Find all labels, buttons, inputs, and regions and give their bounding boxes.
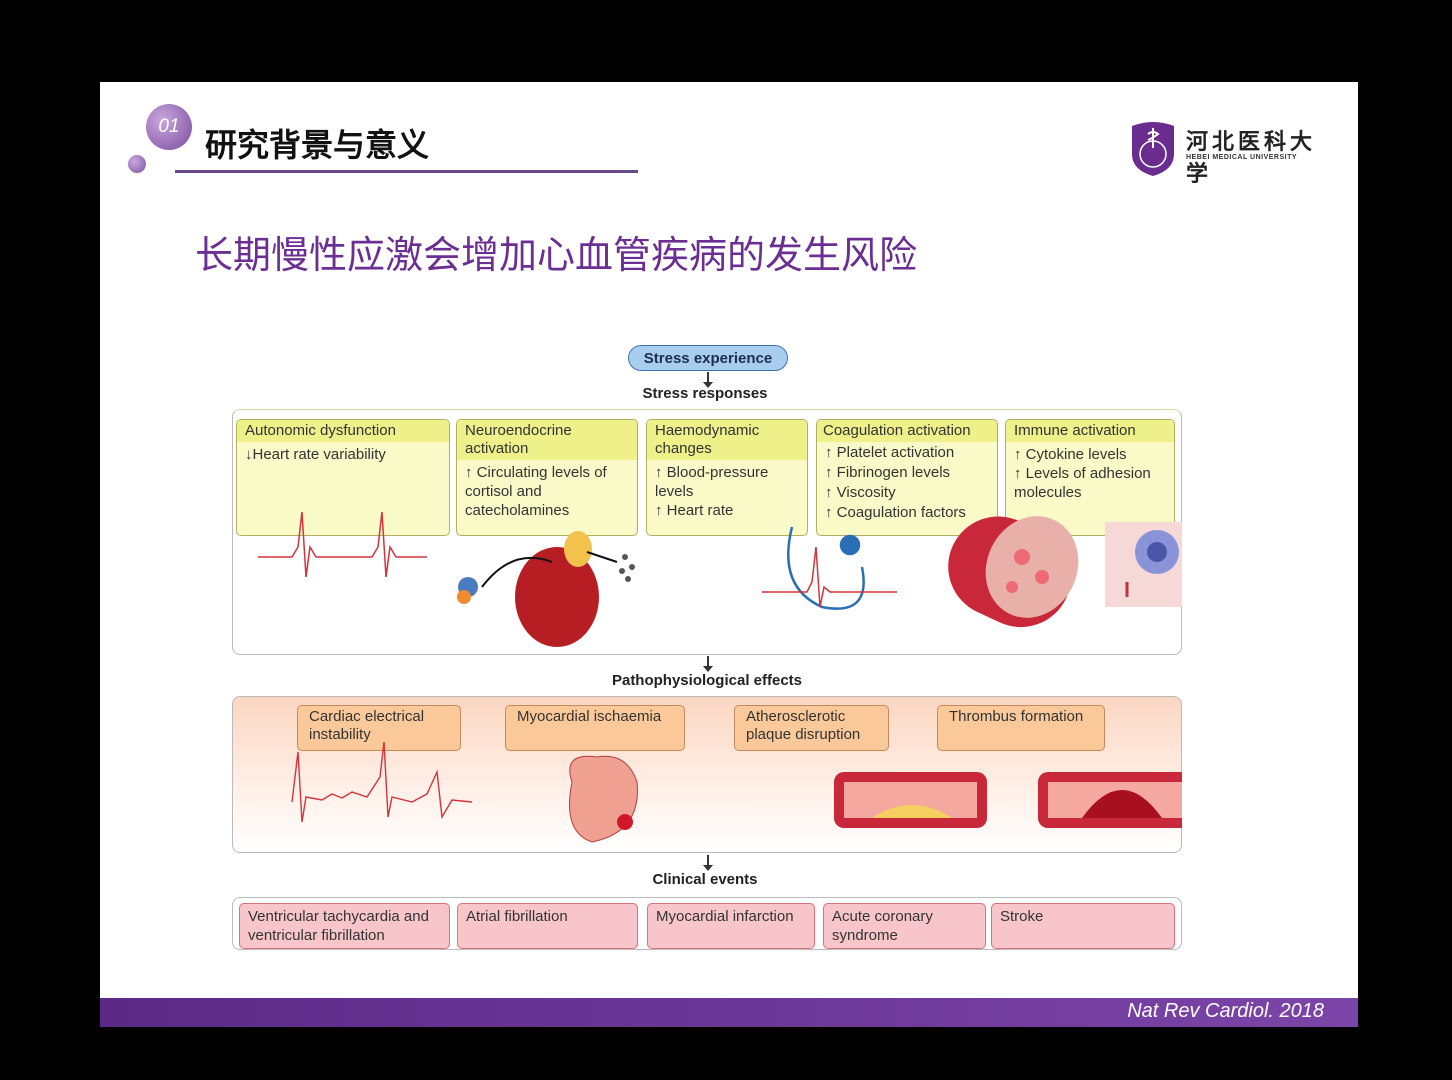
effect-box: Atherosclerotic plaque disruption bbox=[734, 705, 889, 751]
blood-vessel-icon bbox=[948, 516, 1079, 628]
logo-name-cn: 河北医科大学 bbox=[1186, 129, 1317, 187]
ecg-trace-icon bbox=[258, 511, 427, 578]
slide-heading: 长期慢性应激会增加心血管疾病的发生风险 bbox=[195, 233, 918, 277]
event-box: Ventricular tachycardia and ventricular … bbox=[239, 903, 450, 949]
arrow-down-icon bbox=[703, 372, 713, 388]
section-number-badge: 01 bbox=[146, 104, 192, 150]
decorative-dot bbox=[128, 155, 146, 173]
stress-response-illustrations bbox=[258, 511, 1182, 647]
response-box-neuroendocrine: Neuroendocrine activation↑ Circulating l… bbox=[456, 419, 638, 536]
effect-box: Myocardial ischaemia bbox=[505, 705, 685, 751]
logo-name-en: HEBEI MEDICAL UNIVERSITY bbox=[1186, 154, 1298, 161]
arrow-down-icon bbox=[703, 656, 713, 672]
response-box-coagulation: Coagulation activation↑ Platelet activat… bbox=[816, 419, 998, 536]
arrow-down-icon bbox=[703, 855, 713, 871]
event-box: Myocardial infarction bbox=[647, 903, 815, 949]
clinical-events-label: Clinical events bbox=[652, 871, 758, 888]
event-box: Acute coronary syndrome bbox=[823, 903, 986, 949]
thrombus-vessel-icon bbox=[1038, 772, 1182, 828]
event-box: Atrial fibrillation bbox=[457, 903, 638, 949]
slide: 01 研究背景与意义 河北医科大学 HEBEI MEDICAL UNIVERSI… bbox=[100, 82, 1358, 1027]
immune-cell-icon bbox=[1105, 522, 1182, 607]
heart-icon bbox=[569, 755, 638, 843]
clinical-events-group bbox=[232, 897, 1182, 950]
title-underline bbox=[175, 170, 638, 173]
stress-experience-label: Stress experience bbox=[628, 345, 788, 371]
stress-responses-label: Stress responses bbox=[642, 385, 768, 402]
patho-effects-label: Pathophysiological effects bbox=[611, 672, 803, 689]
response-box-haemodynamic: Haemodynamic changes↑ Blood-pressure lev… bbox=[646, 419, 808, 536]
stethoscope-icon bbox=[762, 526, 897, 610]
citation: Nat Rev Cardiol. 2018 bbox=[1127, 1000, 1324, 1022]
effect-illustrations bbox=[291, 741, 1182, 843]
plaque-vessel-icon bbox=[834, 772, 987, 828]
effect-box: Cardiac electrical instability bbox=[297, 705, 461, 751]
kidney-adrenal-icon bbox=[457, 531, 635, 647]
arrhythmia-ecg-icon bbox=[291, 741, 473, 823]
university-logo: 河北医科大学 HEBEI MEDICAL UNIVERSITY bbox=[1128, 118, 1328, 187]
footer-band bbox=[100, 998, 1358, 1027]
response-box-autonomic: Autonomic dysfunction↓Heart rate variabi… bbox=[236, 419, 450, 536]
event-box: Stroke bbox=[991, 903, 1175, 949]
shield-icon bbox=[1132, 122, 1174, 176]
effect-box: Thrombus formation bbox=[937, 705, 1105, 751]
section-title: 研究背景与意义 bbox=[205, 126, 430, 164]
